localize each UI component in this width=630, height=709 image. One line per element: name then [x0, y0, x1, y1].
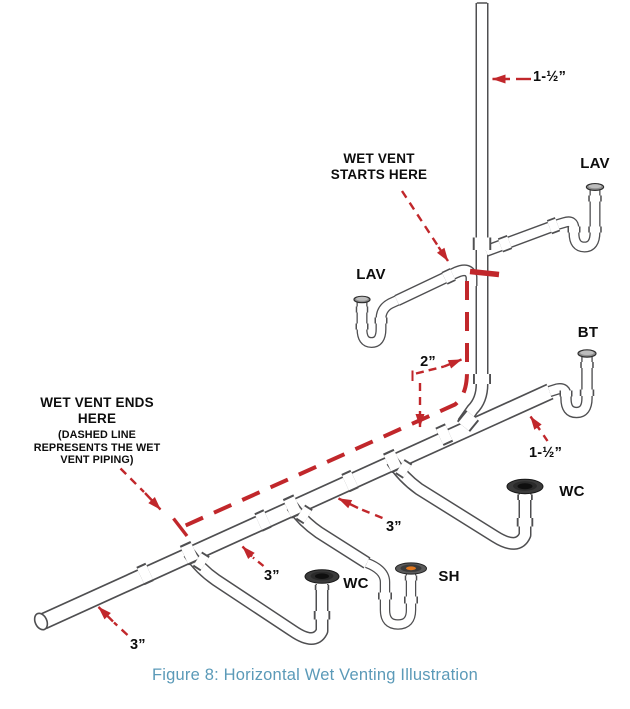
wet-vent-dashed-line	[172, 268, 500, 538]
bt-trap	[547, 356, 593, 419]
wc-left-branch-pipe	[183, 549, 329, 645]
label-wc-right: WC	[559, 483, 585, 500]
wet-vent-end-arrow	[119, 467, 162, 511]
wc-right-branch-pipe	[386, 457, 532, 550]
shower-drain	[395, 562, 427, 575]
size-label-drain-a: 3”	[386, 519, 402, 535]
wet-vent-start-callout: WET VENT STARTS HERE	[325, 151, 433, 183]
lav-left-trap-and-arm	[356, 264, 478, 348]
label-lav-right: LAV	[580, 155, 610, 172]
pipe-fittings	[136, 195, 602, 620]
size-label-bt-arm: 1-½”	[529, 445, 563, 461]
label-sh: SH	[438, 568, 460, 585]
wet-vent-end-note3: VENT PIPING)	[60, 454, 134, 466]
drain-size-arrow-a	[337, 497, 383, 520]
label-lav-left: LAV	[356, 266, 386, 283]
wc-right-closet-flange	[506, 478, 544, 495]
size-label-vent-branch: 2”	[420, 354, 436, 370]
label-bt: BT	[577, 324, 599, 341]
lav-left-stub-cap	[353, 295, 371, 304]
drain-size-arrow-b	[241, 545, 265, 567]
vent-size-arrow-2in	[411, 358, 462, 428]
annotation-arrows	[97, 74, 549, 636]
wet-vent-start-line2: STARTS HERE	[330, 167, 428, 182]
main-drain-open-end	[33, 612, 49, 631]
wet-vent-end-note1: (DASHED LINE	[58, 429, 136, 441]
wet-vent-end-callout: WET VENT ENDS HERE (DASHED LINE REPRESEN…	[15, 395, 179, 467]
drain-size-arrow-c	[97, 606, 129, 636]
wet-vent-end-line2: HERE	[77, 411, 117, 426]
wet-vent-end-line1: WET VENT ENDS	[40, 395, 154, 410]
bt-stub-cap	[577, 349, 597, 358]
wet-vent-start-mark	[469, 268, 500, 278]
size-label-drain-b: 3”	[264, 568, 280, 584]
vent-stack-pipe	[457, 2, 489, 427]
lav-right-stub-cap	[585, 183, 605, 192]
wet-vent-end-tick	[172, 517, 189, 538]
wet-vent-end-note2: REPRESENTS THE WET	[33, 441, 161, 454]
bt-arm-size-arrow	[529, 415, 549, 442]
size-label-drain-c: 3”	[130, 637, 146, 653]
wc-left-closet-flange	[304, 569, 340, 584]
size-label-vent-top: 1-½”	[533, 69, 567, 85]
label-wc-left: WC	[343, 575, 369, 592]
lav-right-trap-and-arm	[483, 189, 601, 257]
wet-vent-start-arrow	[400, 190, 449, 262]
wet-vent-start-line1: WET VENT	[343, 151, 415, 166]
figure-caption: Figure 8: Horizontal Wet Venting Illustr…	[151, 666, 479, 684]
